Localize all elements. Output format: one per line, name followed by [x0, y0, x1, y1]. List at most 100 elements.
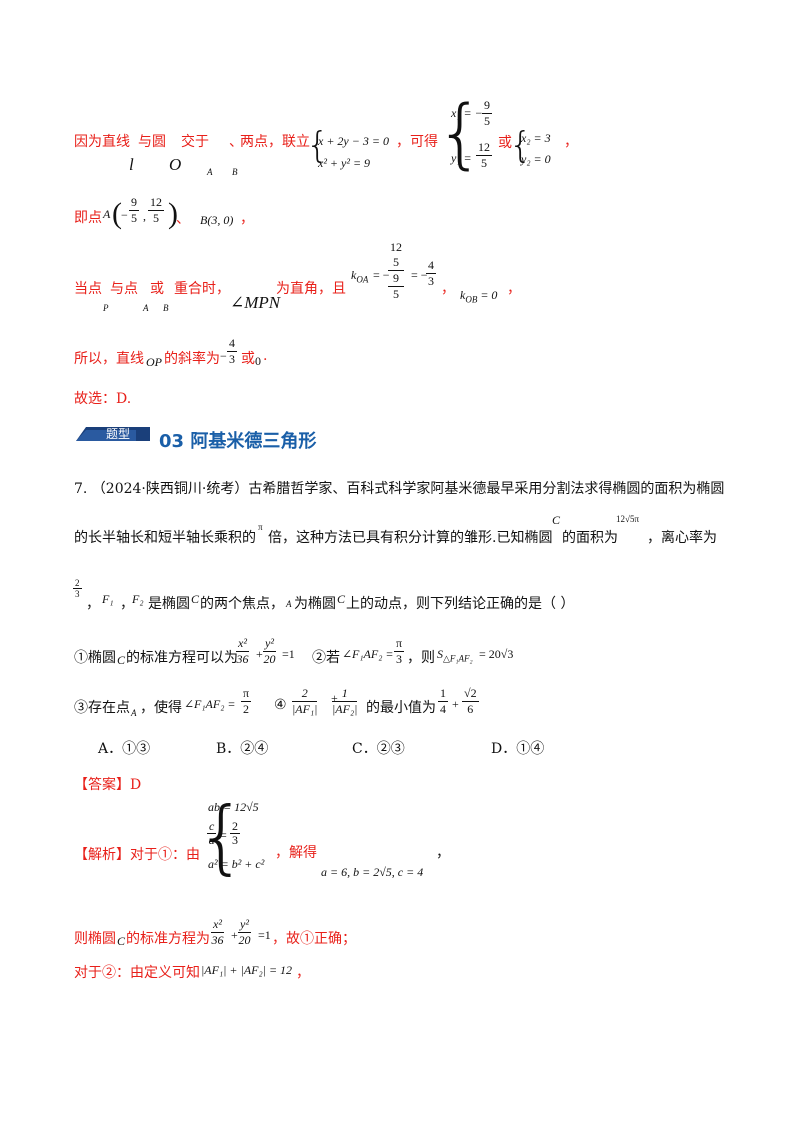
section-badge: 题型 — [76, 426, 150, 441]
text-line4-b: 的斜率为 — [164, 351, 220, 367]
q7-c2: C — [191, 592, 200, 606]
badge-shape — [76, 427, 150, 441]
text-line4-dot: . — [263, 348, 268, 364]
opt3-b: ，使得 — [140, 700, 182, 716]
text-line2-sep: 、 — [176, 211, 190, 227]
text-line4-c: 或 — [241, 351, 255, 367]
analysis-row1: ab = 12√5 — [208, 800, 259, 814]
then1-eq: =1 — [258, 928, 271, 942]
q7-line2-d: ，离心率为 — [647, 530, 717, 546]
slope-zero: 0 — [255, 354, 261, 368]
comma-line3-2: ， — [507, 281, 521, 297]
sys1-row2: x² + y² = 9 — [318, 156, 371, 170]
opt2-angle: ∠F₁AF₂ = — [342, 647, 394, 661]
brace-system3: { — [509, 125, 532, 166]
then1-c-text: ，故①正确； — [272, 931, 356, 947]
sym-a-2: A — [143, 303, 149, 313]
opt4-result-plus: + — [452, 697, 459, 711]
sys1-row1: x + 2y − 3 = 0 — [318, 134, 389, 148]
opt2-a: ②若 — [312, 650, 340, 666]
text-line3-a: 当点 — [74, 281, 102, 297]
text-line1-c: 交于 — [181, 134, 209, 150]
brace-system2: { — [436, 88, 485, 177]
q7-line1: 7. （2024·陕西铜川·统考）古希腊哲学家、百科式科学家阿基米德最早采用分割… — [74, 481, 725, 497]
text-line1-e: 两点，联立 — [240, 134, 310, 150]
text-line4-a: 所以，直线 — [74, 351, 144, 367]
angle-mpn: ∠MPN — [230, 293, 281, 312]
analysis-result: a = 6, b = 2√5, c = 4 — [321, 865, 424, 879]
q7-c3: C — [337, 592, 346, 606]
opt2-b: ，则 — [407, 650, 435, 666]
text-line3-b: 与点 — [110, 281, 138, 297]
opt3-A: A — [131, 708, 137, 718]
opt4-frac1: 2|AF₁| — [292, 686, 318, 716]
choice-c[interactable]: C．②③ — [352, 741, 405, 757]
paren-right: ) — [168, 197, 178, 230]
answer: 【答案】D — [74, 777, 142, 793]
text-line3-c: 或 — [150, 281, 164, 297]
text-or: 或 — [498, 135, 512, 151]
q7-sep: ， — [120, 596, 134, 612]
section-title: 03 阿基米德三角形 — [159, 431, 317, 452]
sym-o: O — [169, 155, 182, 174]
opt4-b: 的最小值为 — [366, 700, 436, 716]
q7-a: A — [286, 599, 292, 609]
choice-b[interactable]: B．②④ — [216, 741, 269, 757]
analysis-row2-eq: = — [220, 828, 227, 842]
comma-line2: ， — [240, 211, 254, 227]
brace-system1: { — [306, 125, 329, 166]
k-oa-eq: = − — [373, 268, 390, 282]
y2-value: y₂ = 0 — [521, 152, 551, 166]
sym-b-2: B — [163, 303, 169, 313]
choice-a[interactable]: A．①③ — [98, 741, 151, 757]
opt1-b: 的标准方程可以为 — [126, 650, 238, 666]
x2-value: x₂ = 3 — [521, 131, 551, 145]
opt3-angle: ∠F₁AF₂ = — [184, 697, 236, 711]
opt4-plus: + — [331, 691, 338, 705]
neg-sign: − — [121, 208, 128, 222]
sym-a: A — [207, 167, 213, 177]
section-badge-text: 题型 — [106, 427, 131, 441]
opt2-s: S△F₁AF₂ — [437, 647, 473, 664]
q7-line2-a: 的长半轴长和短半轴长乘积的 — [74, 530, 256, 546]
then2-expr: |AF₁| + |AF₂| = 12 — [201, 963, 293, 977]
sym-l: l — [129, 155, 134, 174]
then1-c: C — [117, 934, 126, 948]
analysis-head: 【解析】对于①：由 — [74, 847, 200, 863]
q7-c: C — [552, 513, 561, 527]
text-line3-d: 重合时， — [174, 281, 230, 297]
q7-f2: F₂ — [132, 592, 144, 606]
sym-p: P — [103, 303, 109, 313]
then2-comma: ， — [296, 965, 310, 981]
paren-left: ( — [112, 197, 122, 230]
q7-pi: π — [258, 522, 263, 532]
q7-f1: F₁ — [102, 592, 114, 606]
text-line3-e: 为直角，且 — [276, 281, 346, 297]
sym-b: B — [232, 167, 238, 177]
k-ob: kOB = 0 — [460, 288, 498, 305]
opt3-a: ③存在点 — [74, 700, 130, 716]
then1-plus: + — [231, 928, 238, 942]
coord-comma: , — [143, 209, 146, 223]
choice-d[interactable]: D．①④ — [491, 741, 545, 757]
q7-line3-a: ， — [86, 596, 100, 612]
text-choose-d: 故选：D. — [74, 391, 132, 407]
then1-a: 则椭圆 — [74, 931, 116, 947]
opt4-a: ④ — [274, 697, 287, 713]
opt4-frac2: 1|AF₂| — [332, 686, 358, 716]
q7-line3-b: 是椭圆 — [148, 596, 190, 612]
x1-label: x₁ = − — [451, 106, 483, 120]
then2-a: 对于②：由定义可知 — [74, 965, 200, 981]
